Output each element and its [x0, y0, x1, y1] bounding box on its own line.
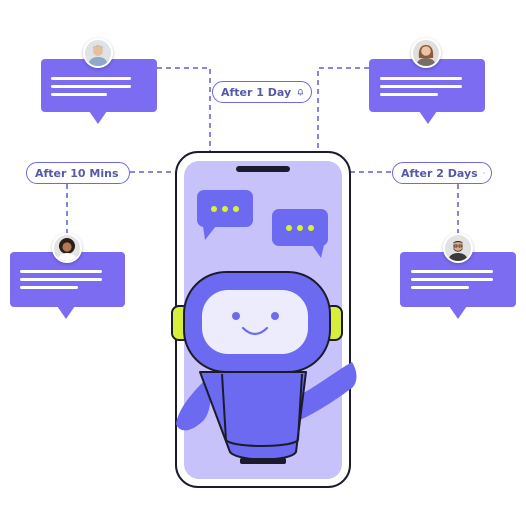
pill-label-after-1-day: After 1 Day	[221, 85, 292, 99]
message-bubble-top-right	[369, 59, 485, 124]
robot-base	[240, 458, 286, 464]
phone-speaker-notch	[236, 166, 290, 172]
timeline-pill-after-2-days: After 2 Days	[392, 162, 492, 184]
robot-arm	[300, 362, 357, 420]
avatar-man-mid-right	[443, 233, 473, 263]
timeline-pill-after-1-day: After 1 Day	[212, 81, 312, 103]
avatar-man-top-left	[83, 38, 113, 68]
pill-label-after-2-days: After 2 Days	[401, 166, 478, 180]
robot-mascot	[171, 271, 357, 464]
robot-smile	[241, 326, 269, 336]
connector-top-left	[157, 67, 211, 155]
connector-top-right	[317, 67, 369, 155]
robot-right-eye	[271, 312, 279, 320]
message-bubble-bottom-right	[400, 252, 516, 319]
pill-label-after-10-mins: After 10 Mins	[35, 166, 119, 180]
connector-lines	[66, 67, 459, 238]
robot-face	[202, 290, 308, 354]
typing-bubble-right	[272, 209, 328, 258]
robot-left-arm	[176, 380, 211, 431]
timeline-pill-after-10-mins: After 10 Mins	[26, 162, 130, 184]
robot-body-inner	[221, 373, 303, 447]
bell-icon	[297, 89, 304, 96]
message-bubble-bottom-left	[10, 252, 125, 319]
avatar-woman-mid-left	[52, 233, 82, 263]
bell-icon	[483, 172, 485, 174]
typing-bubble-left	[197, 190, 253, 240]
message-bubble-top-left	[41, 59, 157, 124]
avatar-woman-top-right	[411, 38, 441, 68]
robot-left-eye	[232, 312, 240, 320]
